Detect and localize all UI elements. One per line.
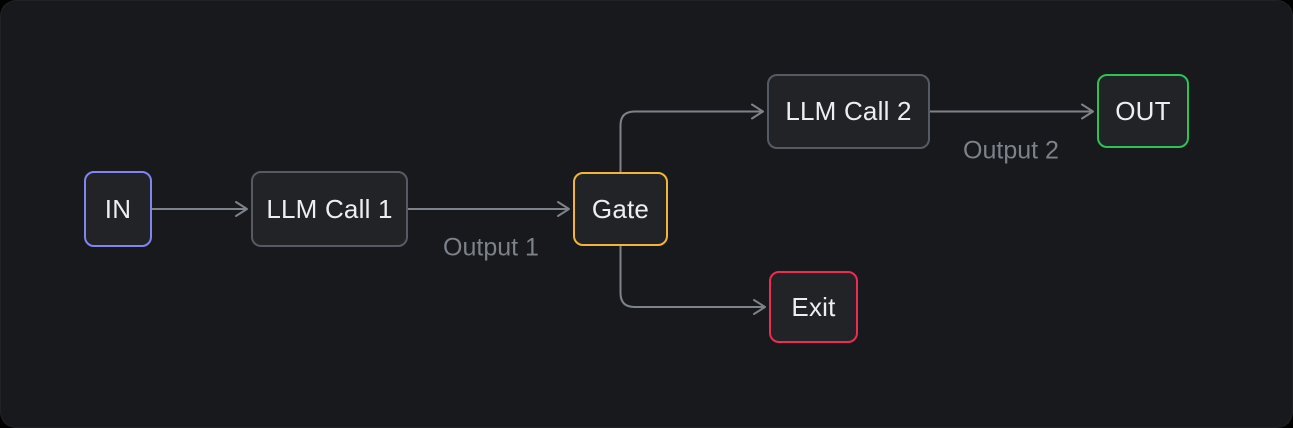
arrowhead-icon [751, 103, 764, 120]
node-label-llm-call-1: LLM Call 1 [266, 193, 393, 224]
arrowhead-icon [753, 299, 766, 315]
node-label-llm-call-2: LLM Call 2 [785, 96, 912, 126]
node-llm-call-1[interactable]: LLM Call 1 [251, 171, 408, 247]
edge-label-output-2: Output 2 [963, 136, 1059, 165]
node-label-exit: Exit [791, 291, 836, 322]
node-llm-call-2[interactable]: LLM Call 2 [767, 74, 930, 149]
arrowhead-icon [557, 201, 570, 217]
node-gate[interactable]: Gate [573, 172, 668, 246]
node-exit[interactable]: Exit [769, 271, 858, 343]
arrowhead-icon [1081, 103, 1094, 120]
edge-gate-to-llm-call-2 [619, 110, 762, 173]
node-in[interactable]: IN [84, 171, 152, 247]
node-out[interactable]: OUT [1097, 74, 1189, 148]
arrowhead-icon [235, 201, 248, 217]
node-label-in: IN [104, 193, 132, 224]
edge-label-output-1: Output 1 [443, 233, 539, 262]
node-label-gate: Gate [591, 193, 650, 224]
node-label-out: OUT [1115, 95, 1171, 126]
edge-gate-to-exit [619, 245, 764, 308]
